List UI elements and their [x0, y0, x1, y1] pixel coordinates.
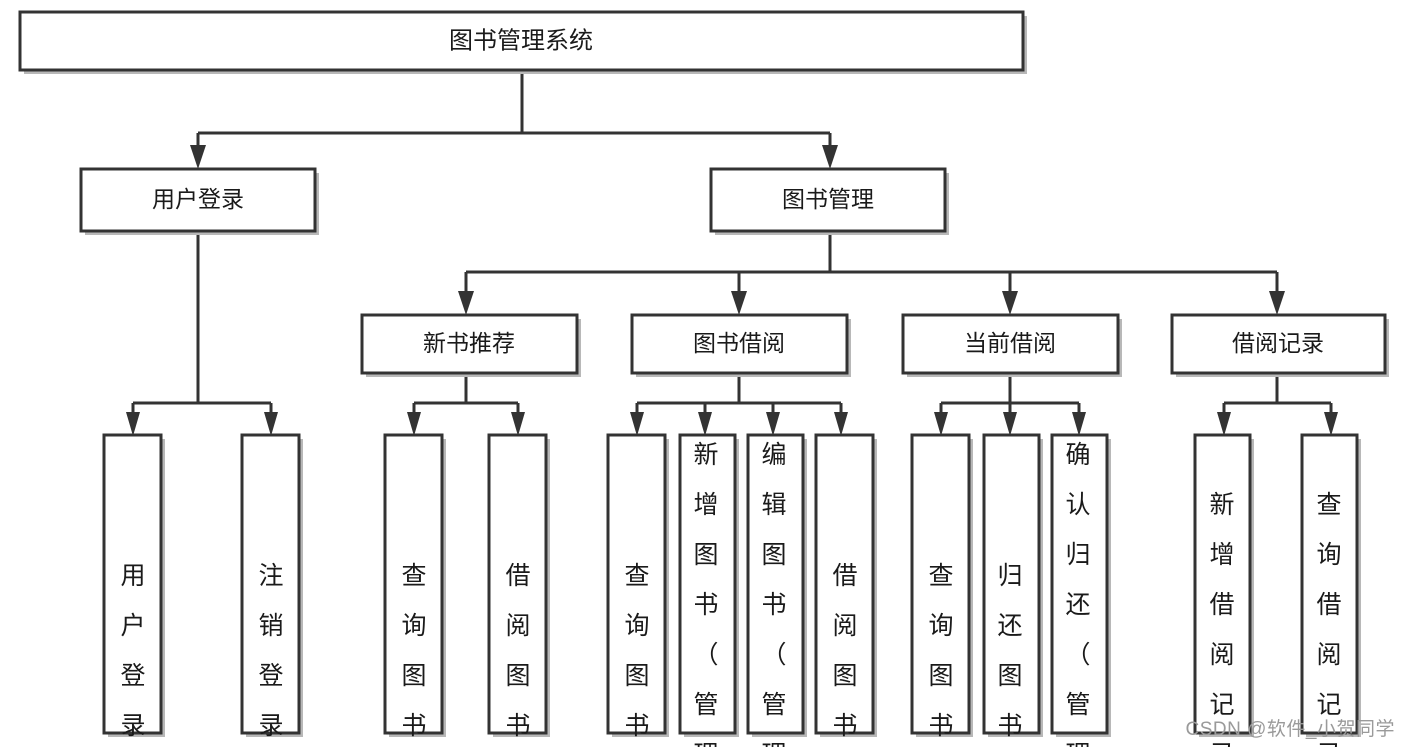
leaf-query-record[interactable]: 查询借阅记录: [1300, 433, 1361, 747]
leaf-confirm-return[interactable]: 确认归还（管理员）: [1050, 433, 1111, 747]
arrow-head-leaf-borrow-book-1: [511, 412, 525, 436]
leaf-query-book-1-label: 查询图书: [401, 562, 426, 740]
leaf-confirm-return-box: [1050, 433, 1109, 735]
node-user-login-label: 用户登录: [152, 186, 244, 212]
leaf-edit-book-box: [746, 433, 805, 735]
csdn-watermark: CSDN @软件_小贺同学: [1185, 719, 1395, 740]
node-user-login[interactable]: 用户登录: [79, 167, 319, 235]
leaf-return-book-label: 归还图书: [997, 562, 1022, 740]
leaf-query-book-3[interactable]: 查询图书: [910, 433, 973, 740]
leaf-query-record-box: [1300, 433, 1359, 735]
arrow-head-book-manage: [822, 145, 838, 169]
node-borrow-record-box: [1170, 313, 1387, 375]
leaf-borrow-book-2-box: [814, 433, 875, 735]
leaf-query-record-label: 查询借阅记录: [1316, 491, 1341, 747]
leaf-user-login-box: [102, 433, 163, 735]
leaf-query-book-1[interactable]: 查询图书: [383, 433, 446, 740]
arrow-head-book-borrow: [731, 291, 747, 315]
leaf-query-book-2-label: 查询图书: [624, 562, 649, 740]
leaf-add-book[interactable]: 新增图书（管理员）: [678, 433, 739, 747]
arrow-head-leaf-confirm-return: [1072, 412, 1086, 436]
node-new-book-rec-box: [360, 313, 579, 375]
node-book-manage-label: 图书管理: [782, 186, 874, 212]
leaf-return-book[interactable]: 归还图书: [982, 433, 1043, 740]
leaf-query-book-2[interactable]: 查询图书: [606, 433, 669, 740]
arrow-head-leaf-query-book-2: [630, 412, 644, 436]
node-current-borrow-box: [901, 313, 1120, 375]
leaf-return-book-box: [982, 433, 1041, 735]
arrow-head-leaf-return-book: [1003, 412, 1017, 436]
arrow-head-leaf-query-record: [1324, 412, 1338, 436]
node-root[interactable]: 图书管理系统: [18, 10, 1027, 74]
node-current-borrow[interactable]: 当前借阅: [901, 313, 1122, 377]
leaf-logout[interactable]: 注销登录: [240, 433, 303, 740]
leaf-borrow-book-2[interactable]: 借阅图书: [814, 433, 877, 740]
arrow-head-user-login: [190, 145, 206, 169]
arrow-head-leaf-user-login: [126, 412, 140, 436]
leaf-logout-box: [240, 433, 301, 735]
arrow-head-leaf-add-record: [1217, 412, 1231, 436]
leaf-logout-label: 注销登录: [258, 562, 283, 740]
leaf-query-book-2-box: [606, 433, 667, 735]
node-borrow-record[interactable]: 借阅记录: [1170, 313, 1389, 377]
arrow-head-leaf-borrow-book-2: [834, 412, 848, 436]
arrow-head-new-book-rec: [458, 291, 474, 315]
leaf-confirm-return-label: 确认归还（管理员）: [1065, 441, 1090, 747]
leaf-borrow-book-1[interactable]: 借阅图书: [487, 433, 550, 740]
arrow-head-current-borrow: [1002, 291, 1018, 315]
node-new-book-rec-label: 新书推荐: [423, 330, 515, 356]
leaf-edit-book-label: 编辑图书（管理员）: [761, 441, 786, 747]
leaf-borrow-book-1-box: [487, 433, 548, 735]
leaf-user-login[interactable]: 用户登录: [102, 433, 165, 740]
arrow-head-leaf-edit-book: [766, 412, 780, 436]
leaf-add-record-box: [1193, 433, 1252, 735]
node-current-borrow-label: 当前借阅: [964, 330, 1056, 356]
node-book-manage-box: [709, 167, 947, 233]
leaf-add-record[interactable]: 新增借阅记录: [1193, 433, 1254, 747]
leaf-add-book-box: [678, 433, 737, 735]
leaf-add-book-label: 新增图书（管理员）: [693, 441, 718, 747]
node-book-borrow-label: 图书借阅: [693, 330, 785, 356]
node-user-login-box: [79, 167, 317, 233]
node-book-borrow[interactable]: 图书借阅: [630, 313, 851, 377]
node-root-box: [18, 10, 1025, 72]
leaf-user-login-label: 用户登录: [120, 562, 145, 740]
node-new-book-rec[interactable]: 新书推荐: [360, 313, 581, 377]
node-book-manage[interactable]: 图书管理: [709, 167, 949, 235]
arrow-head-leaf-query-book-1: [407, 412, 421, 436]
leaf-query-book-3-label: 查询图书: [928, 562, 953, 740]
leaf-add-record-label: 新增借阅记录: [1209, 491, 1234, 747]
arrow-head-leaf-query-book-3: [934, 412, 948, 436]
leaf-query-book-1-box: [383, 433, 444, 735]
node-book-borrow-box: [630, 313, 849, 375]
arrow-head-leaf-add-book: [698, 412, 712, 436]
leaf-edit-book[interactable]: 编辑图书（管理员）: [746, 433, 807, 747]
node-borrow-record-label: 借阅记录: [1232, 330, 1324, 356]
leaf-query-book-3-box: [910, 433, 971, 735]
leaf-borrow-book-2-label: 借阅图书: [832, 562, 857, 740]
node-root-label: 图书管理系统: [449, 27, 593, 54]
leaf-borrow-book-1-label: 借阅图书: [505, 562, 530, 740]
connector-layer: [126, 70, 1338, 436]
arrow-head-leaf-logout: [264, 412, 278, 436]
arrow-head-borrow-record: [1269, 291, 1285, 315]
